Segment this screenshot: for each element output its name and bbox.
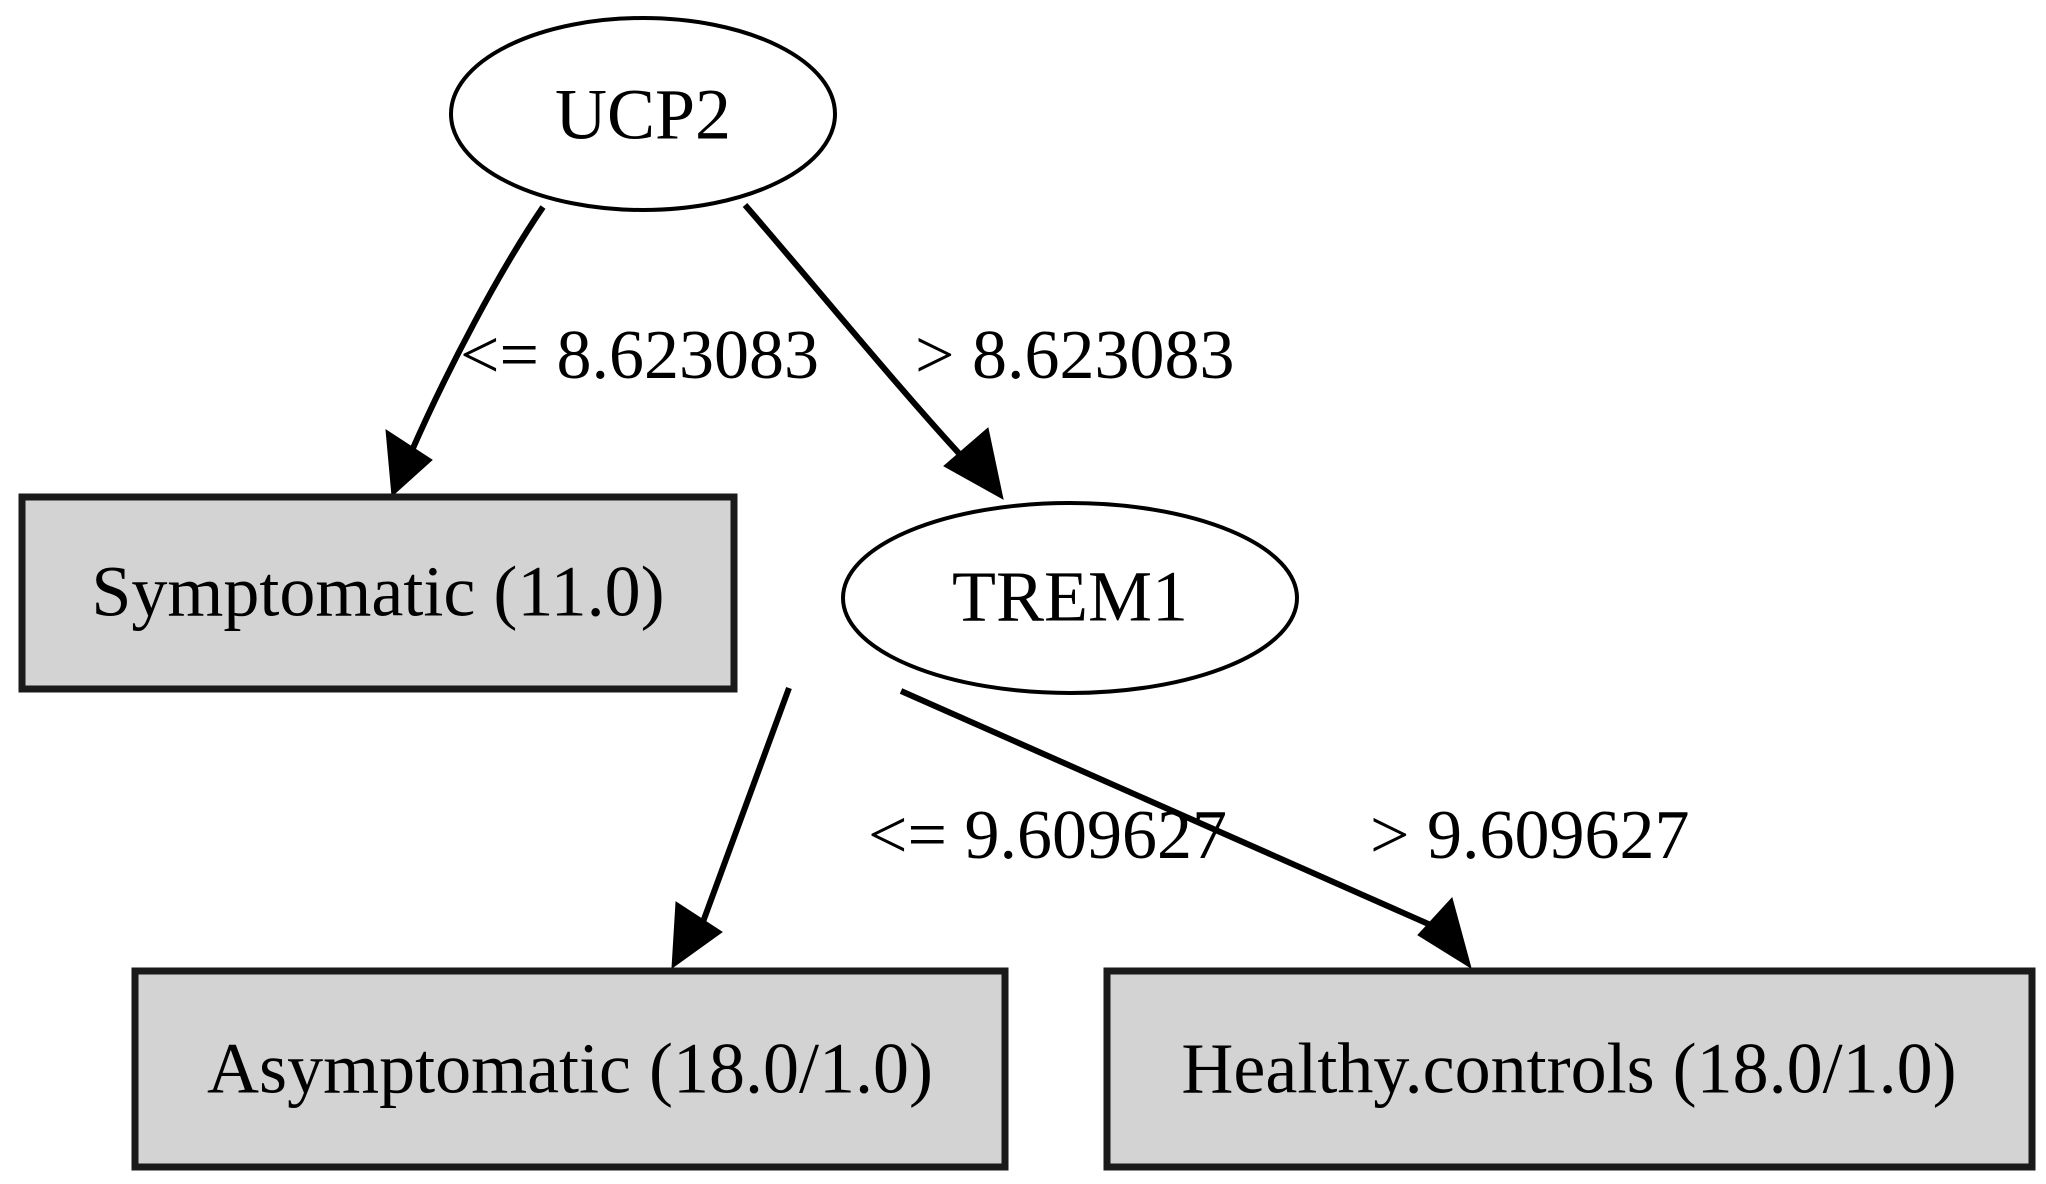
leaf-box[interactable] [1103, 967, 2036, 1171]
edge-ucp2-to-trem1: > 8.623083 [742, 203, 1234, 500]
node-ellipse[interactable] [449, 16, 837, 212]
edge-line [899, 688, 1444, 933]
node-label-ucp2: UCP2 [555, 75, 731, 155]
edge-line [407, 205, 546, 457]
leaf-box[interactable] [18, 493, 738, 693]
node-ucp2[interactable]: UCP2 [449, 16, 837, 212]
node-label-trem1: TREM1 [952, 557, 1188, 637]
arrowhead-icon [385, 429, 433, 498]
leaf-label-symptomatic: Symptomatic (11.0) [91, 552, 664, 632]
node-ellipse[interactable] [841, 501, 1299, 695]
edge-label-gt-9609627: > 9.609627 [1370, 797, 1689, 874]
edge-line [697, 686, 792, 932]
arrowhead-icon [1417, 896, 1472, 970]
edge-label-le-8623083: <= 8.623083 [460, 317, 819, 394]
leaf-label-asymptomatic: Asymptomatic (18.0/1.0) [207, 1029, 933, 1109]
leaf-box[interactable] [131, 967, 1009, 1171]
node-trem1[interactable]: TREM1 [841, 501, 1299, 695]
edge-line [742, 203, 969, 464]
arrowhead-icon [943, 427, 1004, 500]
edge-ucp2-to-symptomatic: <= 8.623083 [385, 205, 819, 498]
leaf-asymptomatic[interactable]: Asymptomatic (18.0/1.0) [131, 967, 1009, 1171]
edge-trem1-to-healthy: > 9.609627 [899, 688, 1689, 970]
leaf-healthy-controls[interactable]: Healthy.controls (18.0/1.0) [1103, 967, 2036, 1171]
leaf-symptomatic[interactable]: Symptomatic (11.0) [18, 493, 738, 693]
edge-label-gt-8623083: > 8.623083 [915, 317, 1234, 394]
arrowhead-icon [671, 901, 723, 970]
leaf-label-healthy-controls: Healthy.controls (18.0/1.0) [1181, 1029, 1956, 1109]
